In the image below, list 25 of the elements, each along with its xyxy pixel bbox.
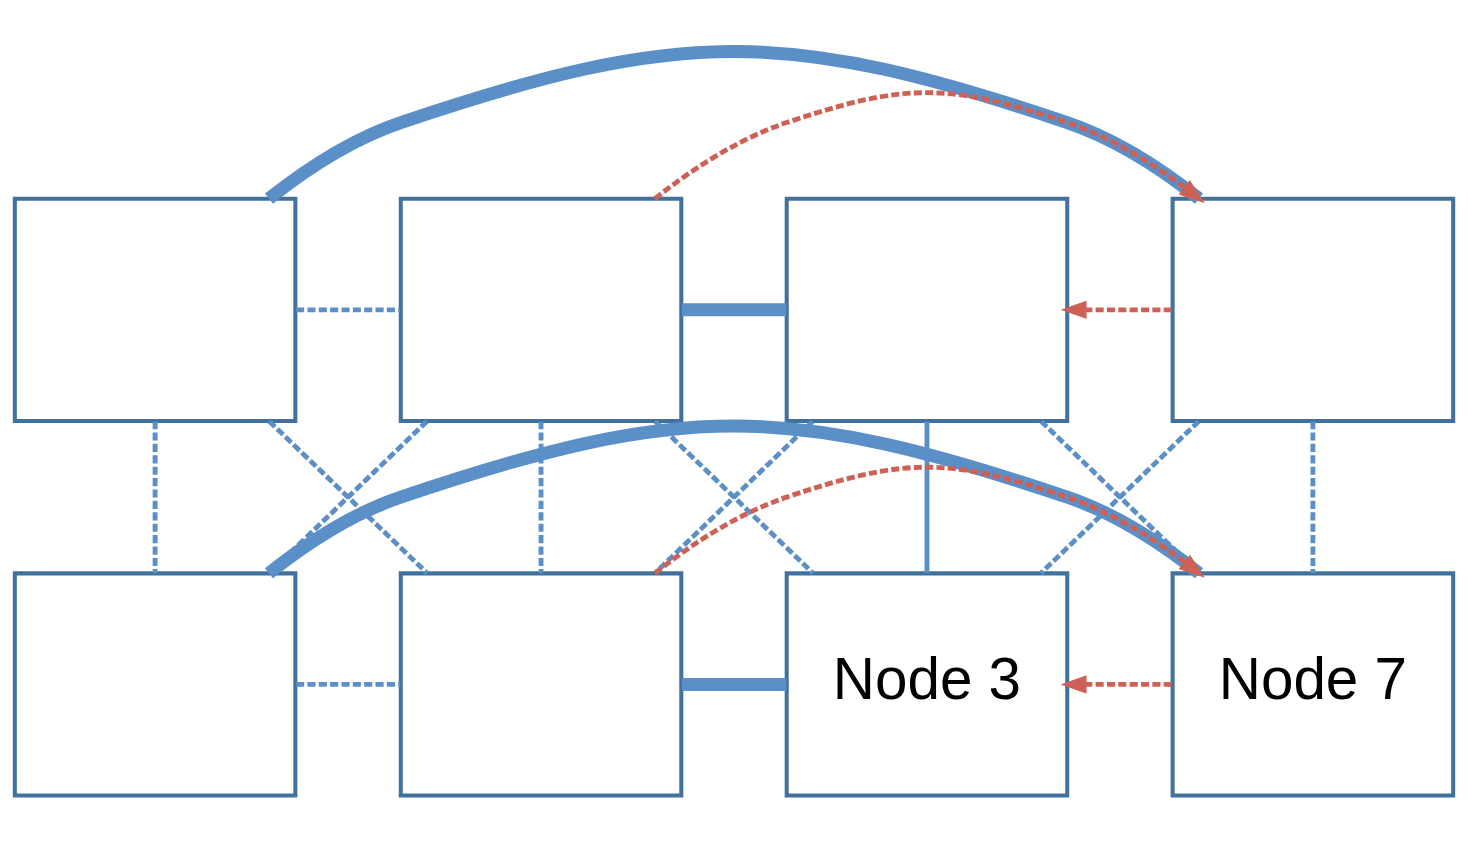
node-box bbox=[398, 571, 684, 798]
connector bbox=[682, 303, 787, 317]
node-box bbox=[784, 196, 1070, 423]
connector bbox=[924, 421, 930, 574]
node-box bbox=[12, 196, 298, 423]
connector bbox=[296, 307, 401, 313]
node-box bbox=[398, 196, 684, 423]
node-box: Node 3 bbox=[784, 571, 1070, 798]
node-box: Node 7 bbox=[1170, 571, 1456, 798]
arrow bbox=[653, 90, 1205, 204]
connector bbox=[1310, 421, 1316, 574]
arrow bbox=[1060, 675, 1173, 694]
connector bbox=[296, 682, 401, 687]
connector bbox=[1039, 419, 1201, 575]
connector bbox=[267, 419, 429, 575]
connector bbox=[264, 419, 1204, 579]
connector bbox=[653, 419, 815, 575]
connector bbox=[152, 421, 158, 574]
arrow bbox=[653, 464, 1205, 578]
node-box bbox=[1170, 196, 1456, 423]
connector bbox=[538, 421, 544, 574]
connector bbox=[682, 677, 787, 691]
arrow bbox=[1060, 300, 1173, 319]
connector bbox=[264, 45, 1204, 204]
node-box bbox=[12, 571, 298, 798]
